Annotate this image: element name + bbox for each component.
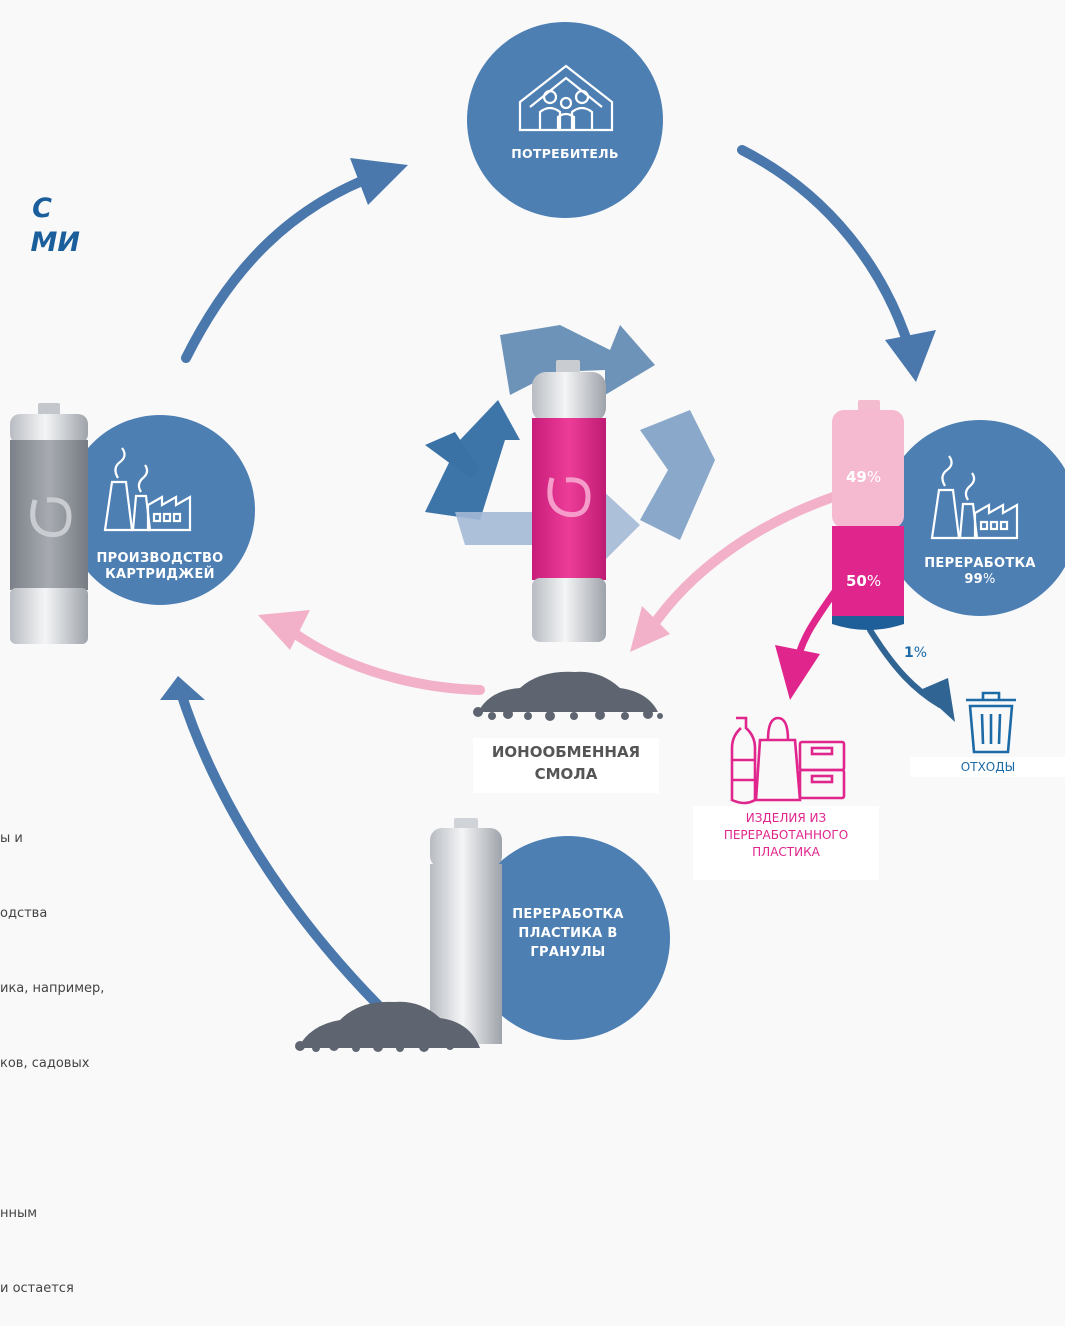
- page-title: С МИ: [0, 192, 80, 260]
- split-bottom-sign: %: [866, 572, 882, 590]
- resin-pile-icon: [473, 671, 663, 721]
- arrow-consumer-to-recycling: [737, 145, 936, 382]
- resin-line-2: СМОЛА: [534, 765, 598, 783]
- body-line: ков, садовых: [0, 1056, 90, 1071]
- title-line-1: С: [32, 193, 52, 224]
- body-line: одства: [0, 906, 48, 921]
- production-line-2: КАРТРИДЖЕЙ: [105, 566, 215, 582]
- trash-can-icon: [966, 691, 1016, 754]
- consumer-label: ПОТРЕБИТЕЛЬ: [511, 146, 619, 161]
- house-family-icon: [518, 64, 614, 132]
- granules-label: ПЕРЕРАБОТКА ПЛАСТИКА В ГРАНУЛЫ: [488, 906, 648, 963]
- waste-label: ОТХОДЫ: [910, 757, 1065, 777]
- recycling-cycle-diagram: [10, 22, 1065, 1052]
- recycled-products-icon: [730, 716, 846, 805]
- granules-line-1: ПЕРЕРАБОТКА: [512, 907, 624, 922]
- factory-icon: [103, 447, 192, 532]
- title-line-2: МИ: [30, 227, 80, 258]
- recycling-line-1: ПЕРЕРАБОТКА: [924, 556, 1036, 571]
- granules-circle: [466, 836, 670, 1040]
- consumer-circle: [467, 22, 663, 218]
- body-line: [0, 1126, 104, 1151]
- waste-percent-sign: %: [913, 645, 928, 661]
- waste-percent-value: 1: [904, 645, 914, 661]
- products-line-2: ПЕРЕРАБОТАННОГО: [723, 828, 849, 842]
- split-top-value: 49: [846, 468, 867, 486]
- body-line: ика, например,: [0, 981, 105, 996]
- arrow-granules-to-production: [160, 676, 383, 1010]
- recycling-percent-value: 99: [964, 571, 984, 587]
- recycling-split-cartridge: [832, 400, 904, 630]
- body-line: нным: [0, 1206, 38, 1221]
- recycling-percent: 99%: [898, 572, 1062, 588]
- arrow-recycling-to-products: [775, 586, 840, 700]
- split-top-percent: 49%: [846, 468, 881, 486]
- products-label: ИЗДЕЛИЯ ИЗ ПЕРЕРАБОТАННОГО ПЛАСТИКА: [693, 806, 879, 880]
- production-line-1: ПРОИЗВОДСТВО: [96, 551, 224, 566]
- resin-line-1: ИОНООБМЕННАЯ: [491, 743, 641, 761]
- arrow-resin-to-production: [258, 610, 485, 695]
- split-top-sign: %: [866, 468, 882, 486]
- granules-pile-icon: [295, 1001, 480, 1052]
- silver-cartridge: [430, 818, 502, 1044]
- body-line: и остается: [0, 1281, 74, 1296]
- production-circle: [65, 415, 255, 605]
- production-label: ПРОИЗВОДСТВО КАРТРИДЖЕЙ: [78, 551, 242, 582]
- recycling-factory-icon: [930, 455, 1019, 540]
- recycling-circle: [882, 420, 1065, 616]
- products-line-1: ИЗДЕЛИЯ ИЗ: [745, 811, 827, 825]
- arrow-recycling-to-waste: [867, 627, 955, 722]
- arrow-production-to-consumer: [181, 158, 408, 363]
- granules-line-2: ПЛАСТИКА В: [518, 925, 618, 941]
- granules-line-3: ГРАНУЛЫ: [530, 944, 606, 960]
- split-bottom-percent: 50%: [846, 572, 881, 590]
- arrow-recycling-to-resin: [630, 487, 853, 652]
- split-bottom-value: 50: [846, 572, 867, 590]
- recycling-percent-sign: %: [983, 571, 996, 587]
- recycling-label: ПЕРЕРАБОТКА 99%: [898, 556, 1062, 587]
- waste-percent: 1%: [904, 645, 927, 661]
- resin-label: ИОНООБМЕННАЯ СМОЛА: [473, 738, 659, 793]
- body-line: ы и: [0, 831, 23, 846]
- pink-cartridge: [532, 360, 606, 642]
- products-line-3: ПЛАСТИКА: [752, 845, 820, 859]
- body-text: ы и одства ика, например, ков, садовых н…: [0, 776, 104, 1326]
- gray-cartridge: [10, 403, 88, 644]
